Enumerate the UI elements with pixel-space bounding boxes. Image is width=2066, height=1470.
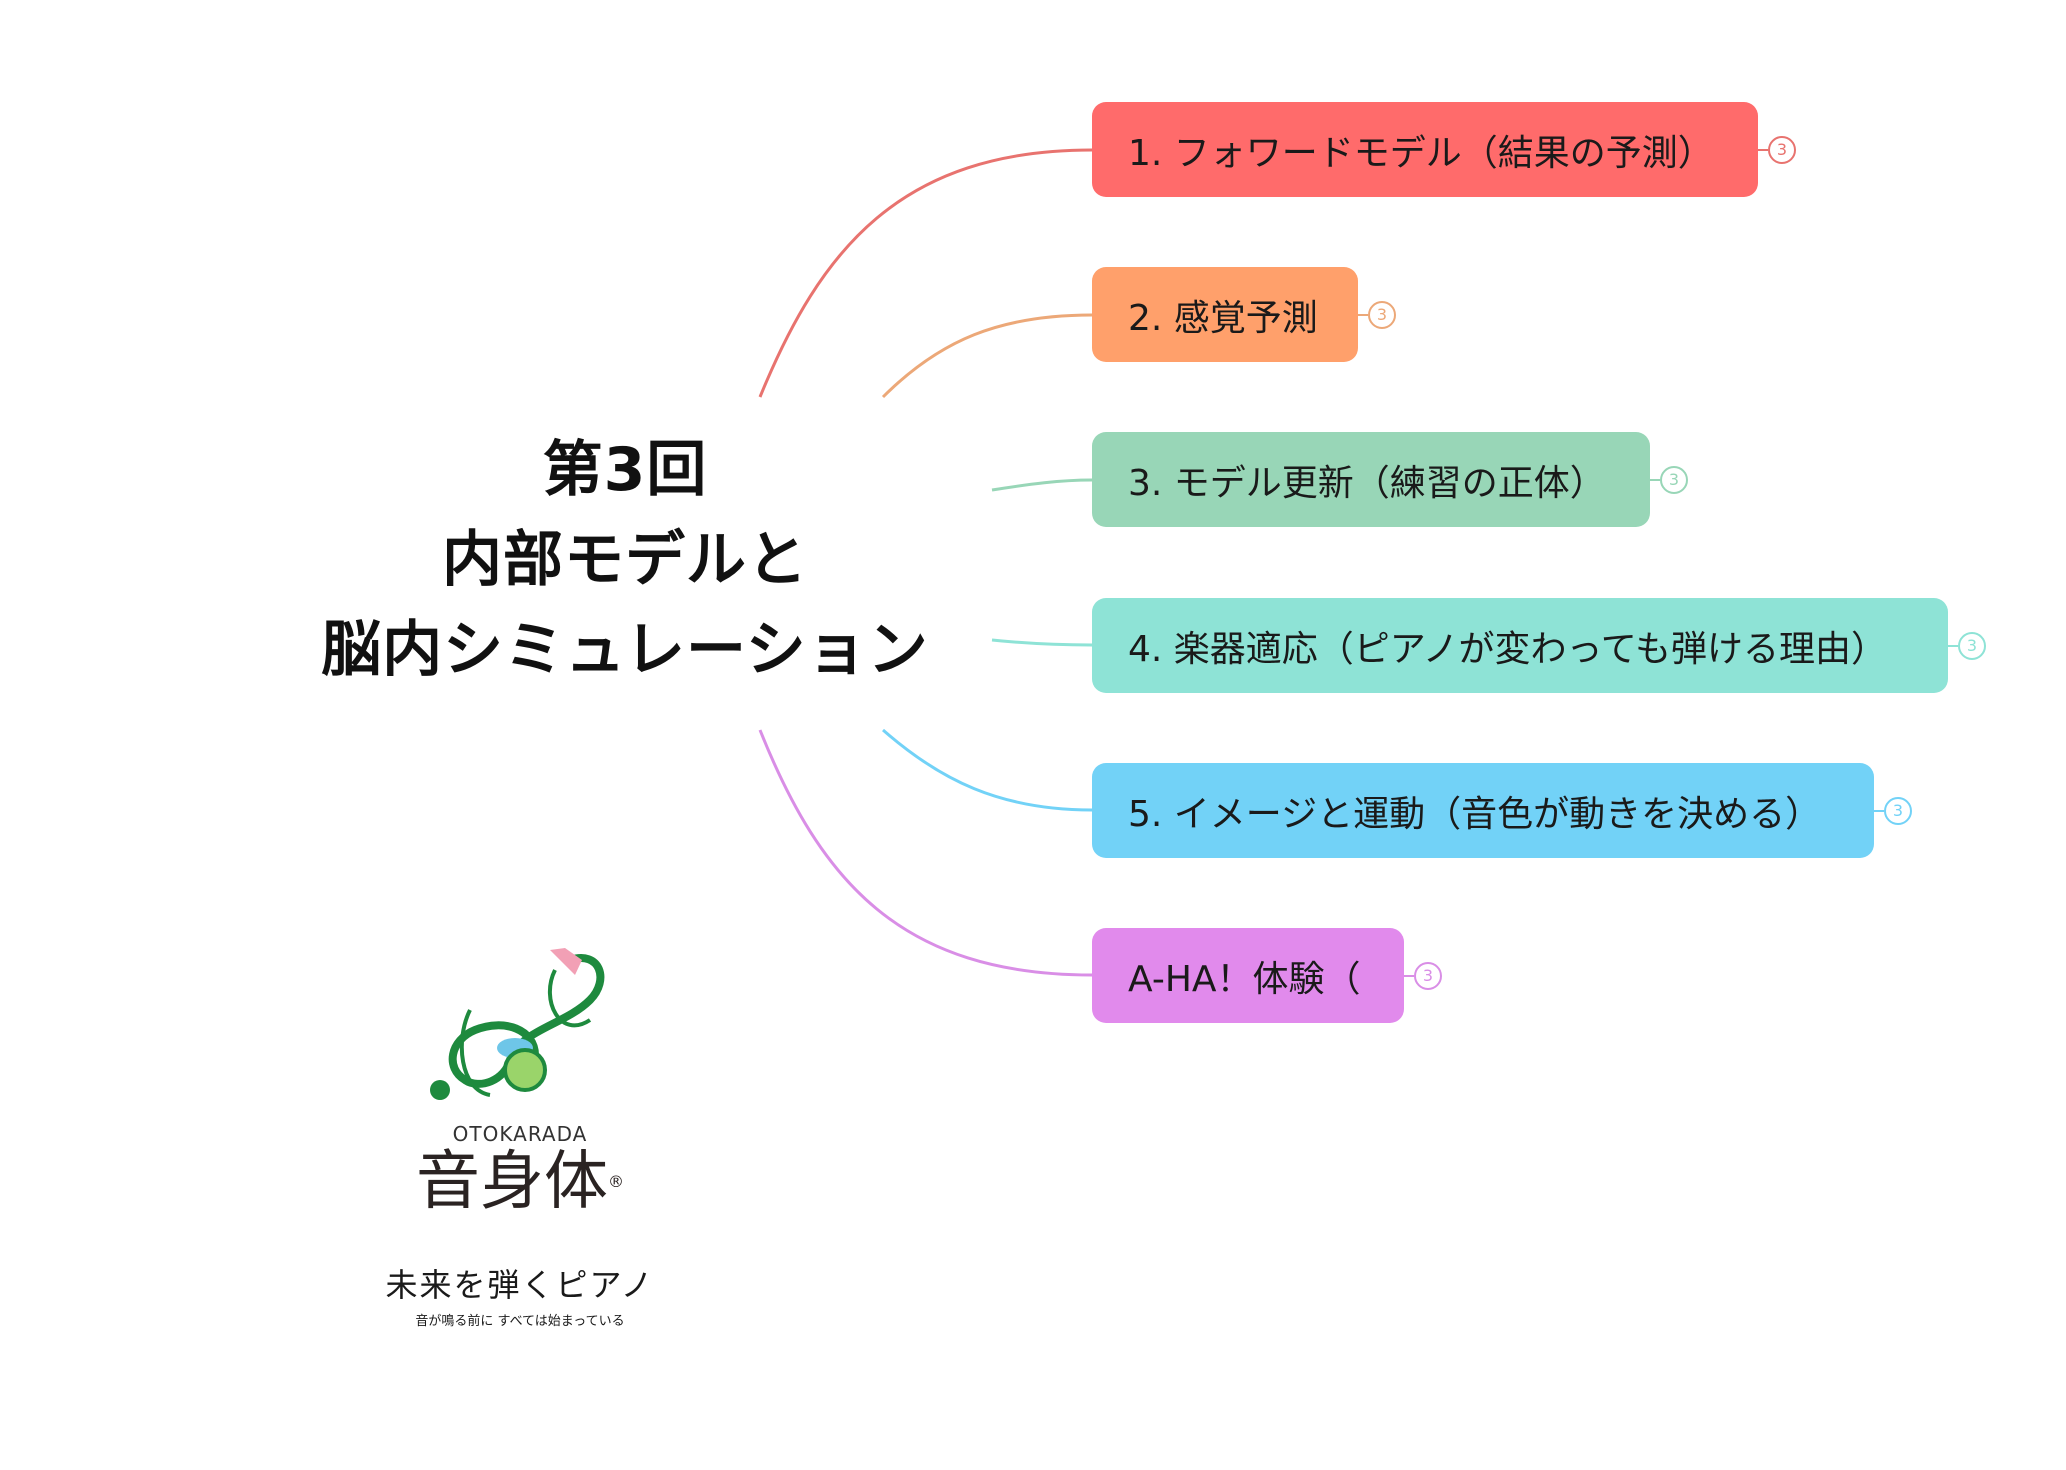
branch-forward-model[interactable]: 1. フォワードモデル（結果の予測） — [1092, 102, 1758, 197]
badge-link — [1874, 810, 1884, 812]
central-topic-line-1: 第3回 — [542, 435, 708, 505]
brand-tagline: 未来を弾くピアノ — [385, 1266, 655, 1304]
central-topic-line-2: 内部モデルと — [442, 525, 808, 595]
registered-mark: ® — [608, 1172, 624, 1191]
badge-link — [1758, 149, 1768, 151]
branch-label: 2. 感覚予測 — [1128, 297, 1318, 339]
brand-roman-text: OTOKARADA — [452, 1122, 588, 1146]
badge-link — [1358, 314, 1368, 316]
branch-label: 1. フォワードモデル（結果の予測） — [1128, 132, 1714, 174]
connector-branch-2 — [881, 313, 1093, 399]
connector-branch-6 — [758, 729, 1093, 977]
central-topic[interactable]: 第3回 内部モデルと 脳内シミュレーション — [280, 425, 970, 695]
brand-logo: OTOKARADA 音身体® 未来を弾くピアノ 音が鳴る前に すべては始まってい… — [360, 930, 680, 1340]
brand-name: 音身体 — [416, 1145, 608, 1219]
connector-branch-1 — [758, 148, 1093, 398]
collapsed-count-badge[interactable]: 3 — [1660, 466, 1688, 494]
badge-link — [1404, 975, 1414, 977]
central-topic-line-3: 脳内シミュレーション — [321, 615, 929, 685]
branch-label: 3. モデル更新（練習の正体） — [1128, 462, 1606, 504]
brand-subtagline: 音が鳴る前に すべては始まっている — [415, 1314, 625, 1329]
branch-model-update[interactable]: 3. モデル更新（練習の正体） — [1092, 432, 1650, 527]
badge-link — [1948, 645, 1958, 647]
branch-aha-experience[interactable]: A-HA！体験（ — [1092, 928, 1404, 1023]
brand-name-text: 音身体® — [360, 1146, 680, 1218]
connector-branch-3 — [991, 478, 1093, 492]
treble-clef-icon — [430, 948, 605, 1100]
branch-sensory-prediction[interactable]: 2. 感覚予測 — [1092, 267, 1358, 362]
connector-branch-4 — [991, 638, 1093, 647]
connector-branch-5 — [882, 728, 1093, 812]
badge-link — [1650, 479, 1660, 481]
branch-instrument-adaptation[interactable]: 4. 楽器適応（ピアノが変わっても弾ける理由） — [1092, 598, 1948, 693]
collapsed-count-badge[interactable]: 3 — [1768, 136, 1796, 164]
branch-label: A-HA！体験（ — [1128, 958, 1361, 1000]
collapsed-count-badge[interactable]: 3 — [1958, 632, 1986, 660]
collapsed-count-badge[interactable]: 3 — [1368, 301, 1396, 329]
branch-label: 5. イメージと運動（音色が動きを決める） — [1128, 793, 1822, 835]
branch-image-and-motion[interactable]: 5. イメージと運動（音色が動きを決める） — [1092, 763, 1874, 858]
collapsed-count-badge[interactable]: 3 — [1414, 962, 1442, 990]
collapsed-count-badge[interactable]: 3 — [1884, 797, 1912, 825]
branch-label: 4. 楽器適応（ピアノが変わっても弾ける理由） — [1128, 628, 1887, 670]
